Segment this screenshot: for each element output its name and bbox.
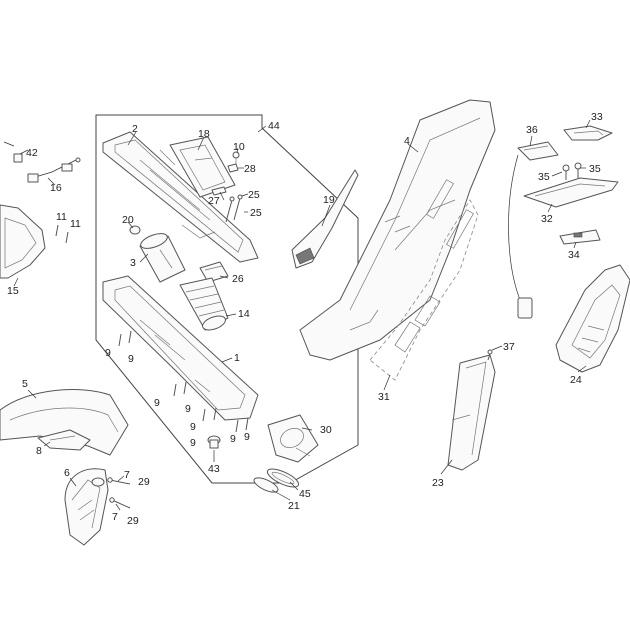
callout-34: 34 xyxy=(568,249,580,261)
filter-cage-26-part xyxy=(199,261,229,283)
airbox-cover-part xyxy=(102,131,259,263)
callout-11a: 11 xyxy=(56,211,67,223)
callout-5: 5 xyxy=(22,378,28,390)
callout-9a: 9 xyxy=(105,347,111,359)
protector-24-part xyxy=(555,264,630,373)
front-fender-5-part xyxy=(0,389,129,456)
callout-9g: 9 xyxy=(230,433,236,445)
callout-28: 28 xyxy=(244,163,256,175)
airbox-lower-part xyxy=(102,275,259,421)
bolt-10-part xyxy=(232,151,240,166)
callout-9e: 9 xyxy=(190,421,196,433)
callout-29b: 29 xyxy=(127,515,139,527)
callout-20: 20 xyxy=(122,214,134,226)
callout-7a: 7 xyxy=(124,469,130,481)
screw-9-set-part xyxy=(118,330,249,433)
callout-15: 15 xyxy=(7,285,19,297)
intake-boot-14-part xyxy=(179,277,229,331)
callout-27: 27 xyxy=(208,195,220,207)
cap-33-part xyxy=(563,125,613,141)
screw-25-part xyxy=(225,194,243,223)
callout-45: 45 xyxy=(299,488,311,500)
callout-16: 16 xyxy=(50,182,62,194)
callout-3: 3 xyxy=(130,257,136,269)
callout-30: 30 xyxy=(320,424,332,436)
wiring-16-part xyxy=(3,141,81,183)
callout-42: 42 xyxy=(26,147,38,159)
clip-28-part xyxy=(227,163,239,173)
screw-7-29-part xyxy=(107,477,131,509)
callout-9h: 9 xyxy=(244,431,250,443)
callout-9c: 9 xyxy=(154,397,160,409)
callout-33: 33 xyxy=(591,111,603,123)
clamp-20-part xyxy=(129,225,141,235)
screw-11-part xyxy=(55,224,69,244)
callout-29a: 29 xyxy=(138,476,150,488)
callout-24: 24 xyxy=(570,374,582,386)
callout-44: 44 xyxy=(268,120,280,132)
airbox-lid-part xyxy=(169,136,236,198)
block-34-part xyxy=(559,229,601,245)
callout-10: 10 xyxy=(233,141,245,153)
clip-27-part xyxy=(211,186,227,196)
callout-37: 37 xyxy=(503,341,515,353)
side-panel-4-part xyxy=(299,99,496,361)
connector-36-part xyxy=(508,141,559,319)
bracket-8-part xyxy=(37,429,91,451)
callout-25b: 25 xyxy=(250,207,262,219)
plate-32-part xyxy=(523,177,619,208)
callout-7b: 7 xyxy=(112,511,118,523)
callout-9f: 9 xyxy=(190,437,196,449)
callout-26: 26 xyxy=(232,273,244,285)
callout-18: 18 xyxy=(198,128,210,140)
leader-lines xyxy=(13,119,591,511)
callout-23: 23 xyxy=(432,477,444,489)
intake-ring-30-part xyxy=(267,414,319,463)
callout-14: 14 xyxy=(238,308,250,320)
callout-43: 43 xyxy=(208,463,220,475)
headlight-mask-15-part xyxy=(0,204,46,279)
callout-1: 1 xyxy=(234,352,240,364)
callout-21: 21 xyxy=(288,500,300,512)
fender-strip-23-part xyxy=(447,354,496,471)
decal-31-outline xyxy=(369,199,479,381)
drain-plug-43-part xyxy=(207,435,221,449)
callout-35b: 35 xyxy=(589,163,601,175)
callout-19: 19 xyxy=(323,194,335,206)
callout-36: 36 xyxy=(526,124,538,136)
callout-labels: 2 18 44 10 28 27 25 25 20 3 26 14 1 9 9 … xyxy=(7,111,603,527)
callout-6: 6 xyxy=(64,467,70,479)
air-filter-part xyxy=(139,233,186,283)
group-44-frame xyxy=(95,114,359,484)
callout-8: 8 xyxy=(36,445,42,457)
callout-25a: 25 xyxy=(248,189,260,201)
callout-2: 2 xyxy=(132,123,138,135)
callout-4: 4 xyxy=(404,135,410,147)
callout-32: 32 xyxy=(541,213,553,225)
screw-37-part xyxy=(487,349,493,361)
callout-35a: 35 xyxy=(538,171,550,183)
ring-21-part xyxy=(253,477,279,493)
callout-11b: 11 xyxy=(70,218,81,230)
decal-31-graphic xyxy=(394,295,441,353)
bolt-35-part xyxy=(562,162,582,180)
callout-31: 31 xyxy=(378,391,390,403)
callout-9b: 9 xyxy=(128,353,134,365)
callout-9d: 9 xyxy=(185,403,191,415)
disc-guard-6-part xyxy=(64,468,109,546)
